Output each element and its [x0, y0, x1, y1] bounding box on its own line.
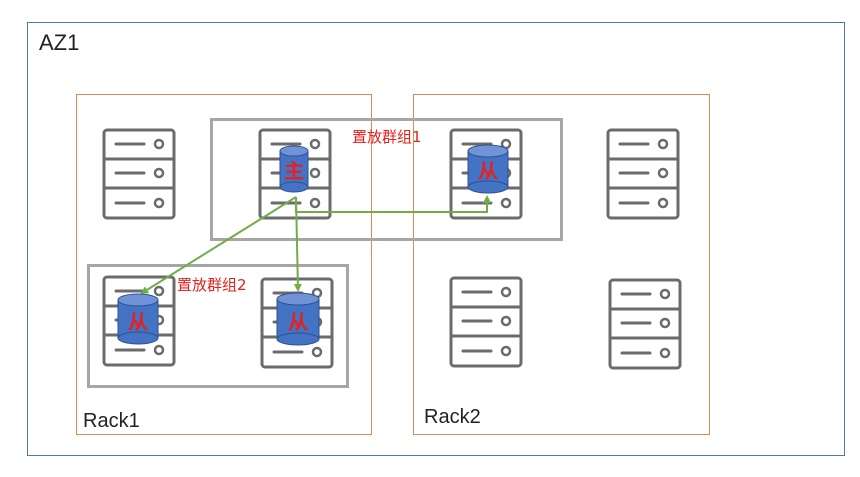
database-slave: 从	[276, 292, 320, 346]
database-role-label: 从	[478, 159, 498, 183]
database-role-label: 从	[288, 310, 308, 334]
rack2-box	[413, 94, 710, 435]
database-slave: 从	[467, 144, 509, 194]
server-icon	[606, 128, 680, 220]
server-icon	[102, 128, 176, 220]
database-slave: 从	[117, 293, 159, 345]
placement-group2-label: 置放群组2	[177, 276, 247, 294]
replication-arrow-to-group2-left	[140, 196, 297, 295]
rack1-label: Rack1	[83, 410, 140, 432]
placement-group2-box	[87, 264, 349, 388]
placement-group1-label: 置放群组1	[352, 128, 422, 146]
rack1-box	[76, 94, 372, 435]
server-icon	[449, 276, 523, 368]
az-container	[27, 22, 845, 456]
database-master: 主	[279, 145, 309, 193]
rack2-label: Rack2	[424, 406, 481, 428]
placement-group1-box	[210, 118, 563, 241]
server-icon	[608, 278, 682, 370]
az-label: AZ1	[39, 30, 80, 55]
database-role-label: 主	[284, 159, 304, 183]
replication-arrow-to-group2-right	[293, 196, 302, 292]
database-role-label: 从	[128, 310, 148, 334]
